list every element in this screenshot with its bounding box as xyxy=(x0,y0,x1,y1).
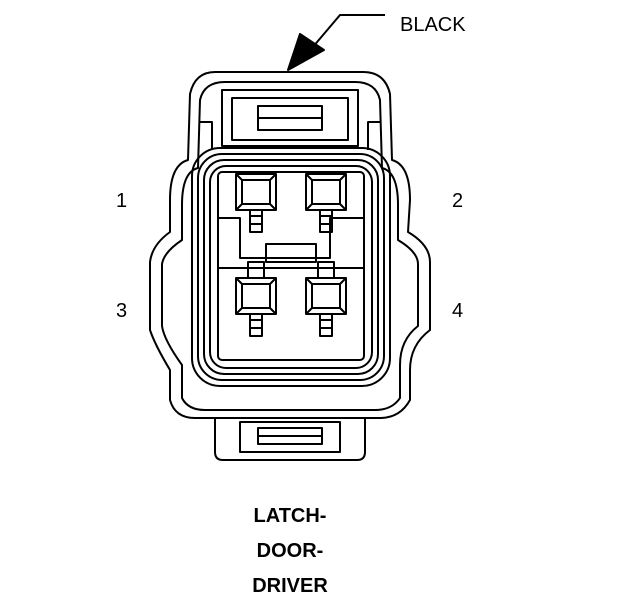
terminal-cavity-1 xyxy=(235,173,277,233)
locking-tab-top xyxy=(221,89,359,147)
caption-line-2: DOOR- xyxy=(256,540,324,562)
color-callout-leader xyxy=(287,14,385,71)
pin-number-4: 4 xyxy=(452,300,464,322)
pin-number-2: 2 xyxy=(452,190,464,212)
seal-outline-4 xyxy=(209,165,373,369)
terminal-cavity-2 xyxy=(305,173,347,233)
locking-tab-bottom xyxy=(214,418,366,461)
seal-outline-3 xyxy=(203,159,379,375)
seal-outline-1 xyxy=(191,147,391,387)
pin-number-1: 1 xyxy=(116,190,128,212)
terminal-cavity-4 xyxy=(305,261,347,337)
seal-outline-2 xyxy=(197,153,385,381)
caption-line-1: LATCH- xyxy=(253,505,327,527)
pin-number-3: 3 xyxy=(116,300,128,322)
terminal-cavity-3 xyxy=(235,261,277,337)
caption-line-3: DRIVER xyxy=(252,575,328,597)
connector-housing-outer xyxy=(149,71,431,419)
terminal-cavity-frame xyxy=(217,171,365,361)
housing-steps xyxy=(200,121,380,150)
cavity-divider xyxy=(218,217,364,269)
color-callout-label: BLACK xyxy=(400,14,466,36)
connector-housing-inner xyxy=(161,81,419,411)
